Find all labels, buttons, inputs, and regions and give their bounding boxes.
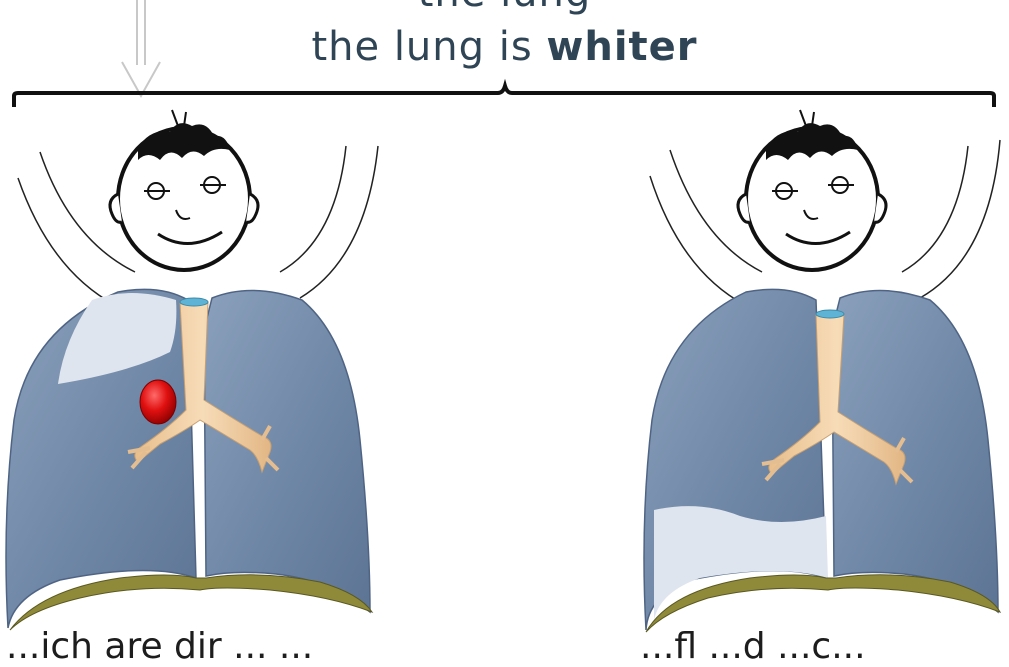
nodule [140, 380, 176, 424]
left-diaphragm [10, 575, 372, 630]
bottom-left-caption: ...ich are dir ... ... [6, 626, 313, 667]
lung-diagram [0, 0, 1009, 641]
brace [14, 86, 994, 107]
right-head [738, 110, 886, 270]
right-lung-left-lobe [832, 290, 998, 612]
left-head [110, 110, 258, 270]
down-arrow-icon [122, 0, 160, 96]
left-figure [6, 110, 378, 630]
left-lung-left-lobe [204, 290, 370, 612]
bottom-right-caption: ...fl ...d ...c... [640, 626, 866, 667]
right-figure [644, 110, 1000, 632]
right-diaphragm [646, 575, 1000, 632]
